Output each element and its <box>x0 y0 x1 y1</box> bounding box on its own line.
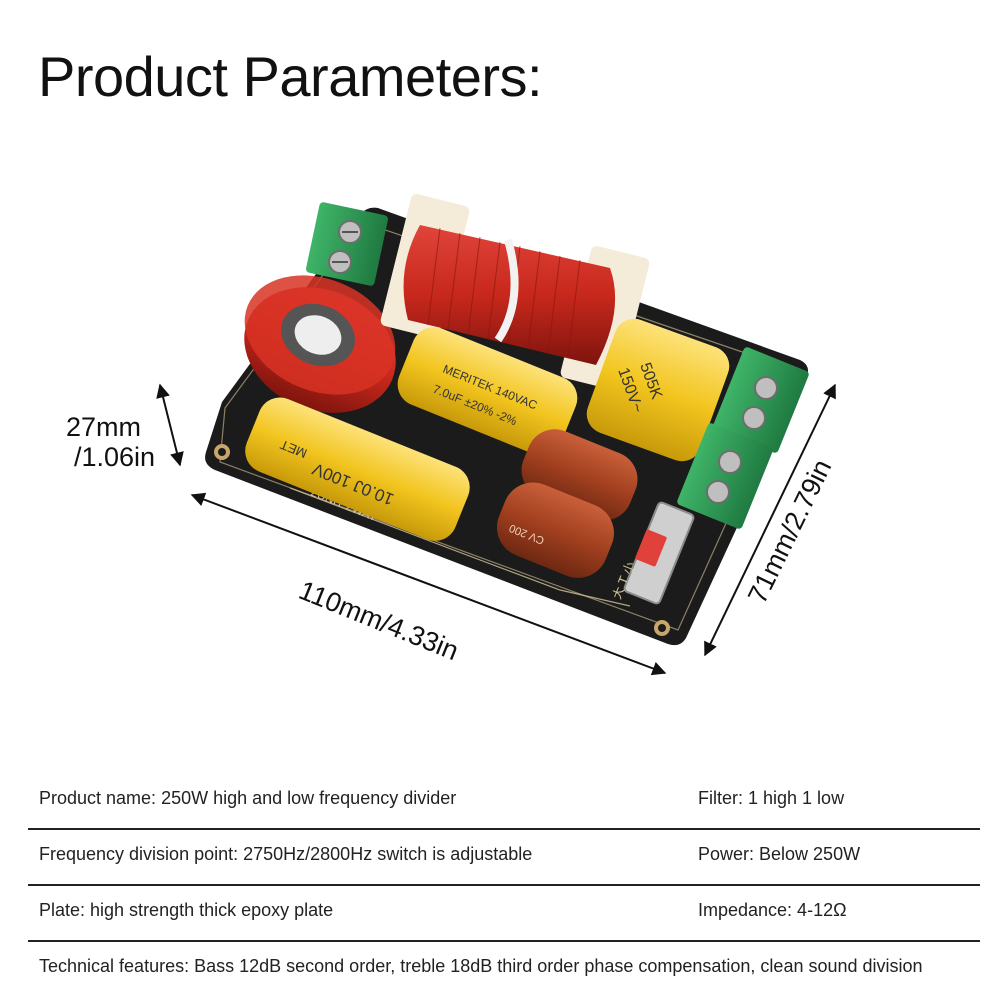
capacitor-brown-2: CV 200 <box>496 482 614 578</box>
height-label-in: /1.06in <box>74 442 156 472</box>
height-label-mm: 27mm <box>66 412 142 442</box>
spec-impedance: Impedance: 4-12Ω <box>698 900 847 920</box>
width-arrow <box>704 383 836 657</box>
spec-frequency-point: Frequency division point: 2750Hz/2800Hz … <box>39 844 533 864</box>
product-image: 2UNIT 2WAY MERITEK 140VAC 7.0uF ±20% -2% <box>156 194 836 676</box>
spec-row: Plate: high strength thick epoxy plate I… <box>28 886 980 942</box>
capacitor-meritek: MERITEK 140VAC 7.0uF ±20% -2% <box>397 327 578 456</box>
large-coil <box>380 194 650 390</box>
spec-technical-features: Technical features: Bass 12dB second ord… <box>39 956 923 976</box>
small-coil <box>244 275 396 413</box>
spec-product-name: Product name: 250W high and low frequenc… <box>39 788 457 808</box>
output-terminals <box>677 347 809 529</box>
spec-row: Product name: 250W high and low frequenc… <box>28 774 980 830</box>
spec-row: Technical features: Bass 12dB second ord… <box>28 942 980 996</box>
spec-plate: Plate: high strength thick epoxy plate <box>39 900 334 920</box>
spec-filter: Filter: 1 high 1 low <box>698 788 845 808</box>
page-title: Product Parameters: <box>38 45 543 108</box>
input-terminal <box>306 202 388 286</box>
height-arrow <box>156 383 184 467</box>
capacitor-505k: 505K 150V~ <box>586 318 730 462</box>
spec-table: Product name: 250W high and low frequenc… <box>28 774 980 996</box>
spec-power: Power: Below 250W <box>698 844 861 864</box>
length-arrow <box>190 492 667 676</box>
spec-row: Frequency division point: 2750Hz/2800Hz … <box>28 830 980 886</box>
